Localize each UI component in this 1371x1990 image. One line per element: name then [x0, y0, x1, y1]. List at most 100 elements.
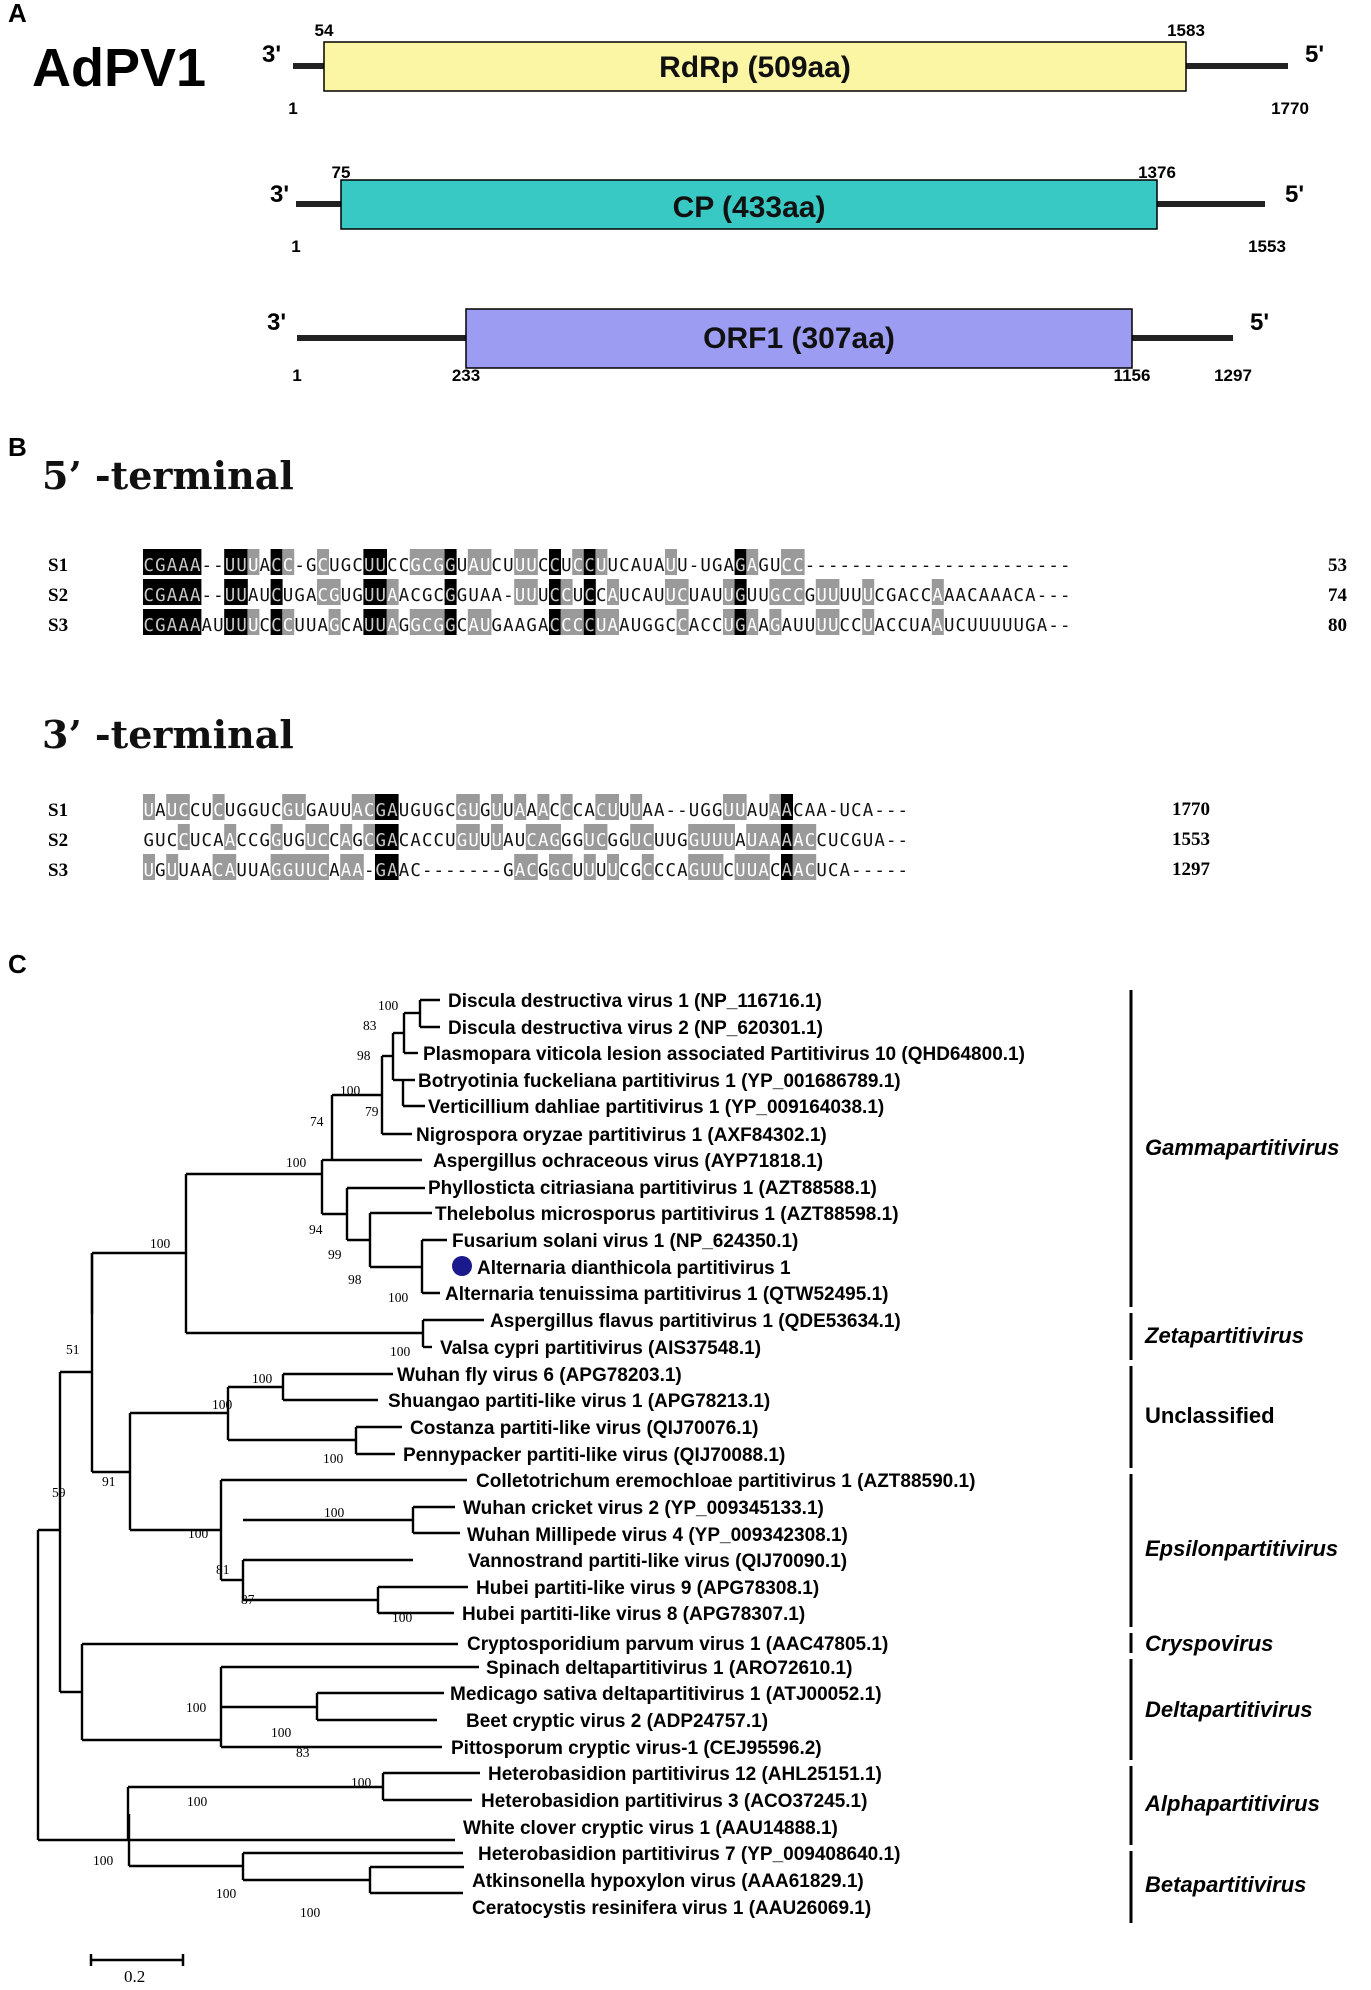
conservation-shade	[305, 854, 318, 880]
nucleotide: G	[410, 801, 420, 821]
conservation-shade	[723, 609, 735, 635]
conservation-shade	[375, 794, 387, 820]
conservation-shade	[676, 579, 689, 605]
nucleotide: C	[770, 861, 780, 881]
taxon-label: Costanza partiti-like virus (QIJ70076.1)	[410, 1418, 758, 1439]
segment-last-pos: 1770	[1271, 99, 1309, 118]
bootstrap-value: 100	[188, 1526, 209, 1541]
nucleotide: C	[445, 801, 455, 821]
bootstrap-value: 74	[310, 1114, 324, 1129]
nucleotide: G	[329, 586, 339, 606]
seq-length: 1770	[1172, 799, 1210, 820]
nucleotide: C	[851, 616, 861, 636]
nucleotide: U	[608, 801, 618, 821]
conservation-shade	[699, 824, 712, 850]
taxon-label: White clover cryptic virus 1 (AAU14888.1…	[463, 1818, 838, 1839]
conservation-shade	[815, 609, 828, 635]
conservation-shade	[189, 609, 202, 635]
bootstrap-value: 100	[324, 1505, 345, 1520]
nucleotide: A	[932, 586, 943, 606]
nucleotide: A	[793, 861, 804, 881]
nucleotide: C	[886, 616, 896, 636]
conservation-shade	[537, 794, 550, 820]
nucleotide: G	[457, 801, 467, 821]
conservation-shade	[143, 854, 155, 880]
nucleotide: A	[178, 556, 189, 576]
nucleotide: A	[538, 831, 549, 851]
nucleotide: C	[782, 556, 792, 576]
conservation-shade	[665, 579, 677, 605]
conservation-shade	[177, 549, 190, 575]
seq-name: S1	[48, 555, 68, 576]
nucleotide: C	[573, 556, 583, 576]
nucleotide: -	[921, 556, 931, 576]
segment-s3: ORF1 (307aa) 3' 5' 1 233 1156 1297	[267, 308, 1269, 385]
nucleotide: -	[1037, 556, 1047, 576]
nucleotide: -	[886, 831, 896, 851]
segment-s2: CP (433aa) 3' 5' 75 1376 1 1553	[270, 163, 1304, 256]
nucleotide: U	[851, 586, 861, 606]
nucleotide: U	[283, 831, 293, 851]
nucleotide: A	[329, 861, 340, 881]
nucleotide: G	[341, 556, 351, 576]
nucleotide: G	[538, 861, 548, 881]
conservation-shade	[827, 609, 840, 635]
nucleotide: G	[886, 586, 896, 606]
nucleotide: U	[248, 556, 258, 576]
conservation-shade	[235, 579, 248, 605]
nucleotide: G	[1025, 616, 1035, 636]
orf-label-rdrp: RdRp (509aa)	[659, 51, 851, 84]
nucleotide: A	[399, 861, 410, 881]
nucleotide: C	[410, 861, 420, 881]
nucleotide: -	[863, 556, 873, 576]
conservation-shade	[177, 609, 190, 635]
conservation-shade	[699, 854, 712, 880]
nucleotide: -	[851, 861, 861, 881]
nucleotide: U	[283, 586, 293, 606]
conservation-shade	[467, 794, 480, 820]
conservation-shade	[270, 579, 283, 605]
nucleotide: U	[236, 556, 246, 576]
nucleotide: G	[503, 861, 513, 881]
nucleotide: C	[793, 801, 803, 821]
nucleotide: -	[1060, 556, 1070, 576]
nucleotide: U	[573, 861, 583, 881]
nucleotide: U	[248, 861, 258, 881]
nucleotide: C	[956, 616, 966, 636]
conservation-shade	[224, 549, 237, 575]
conservation-shade	[375, 609, 387, 635]
nucleotide: C	[712, 616, 722, 636]
conservation-shade	[363, 824, 376, 850]
nucleotide: U	[596, 616, 606, 636]
nucleotide: A	[608, 586, 619, 606]
conservation-shade	[409, 609, 422, 635]
nucleotide: C	[840, 616, 850, 636]
orf-start-pos: 75	[332, 163, 351, 182]
nucleotide: G	[236, 801, 246, 821]
nucleotide: A	[352, 801, 363, 821]
nucleotide: C	[1014, 586, 1024, 606]
conservation-shade	[421, 609, 434, 635]
nucleotide: C	[318, 586, 328, 606]
nucleotide: C	[271, 616, 281, 636]
conservation-shade	[386, 579, 399, 605]
nucleotide: C	[318, 556, 328, 576]
nucleotide: U	[364, 586, 374, 606]
nucleotide: C	[561, 616, 571, 636]
conservation-shade	[549, 579, 561, 605]
nucleotide: G	[735, 586, 745, 606]
taxon-label: Pittosporum cryptic virus-1 (CEJ95596.2)	[451, 1738, 822, 1759]
nucleotide: U	[213, 616, 223, 636]
nucleotide: G	[271, 831, 281, 851]
nucleotide: U	[724, 586, 734, 606]
nucleotide: U	[712, 831, 722, 851]
nucleotide: A	[874, 616, 885, 636]
alignment-block-5prime: CCCGGGAAAAAAAAA--A--UUUUUUUUAUAUCCCCCUC-…	[143, 549, 1070, 636]
nucleotide: A	[190, 556, 201, 576]
conservation-shade	[549, 549, 561, 575]
nucleotide: -	[990, 556, 1000, 576]
nucleotide: A	[225, 831, 236, 851]
nucleotide: U	[248, 616, 258, 636]
conservation-shade	[375, 549, 387, 575]
nucleotide: G	[376, 831, 386, 851]
